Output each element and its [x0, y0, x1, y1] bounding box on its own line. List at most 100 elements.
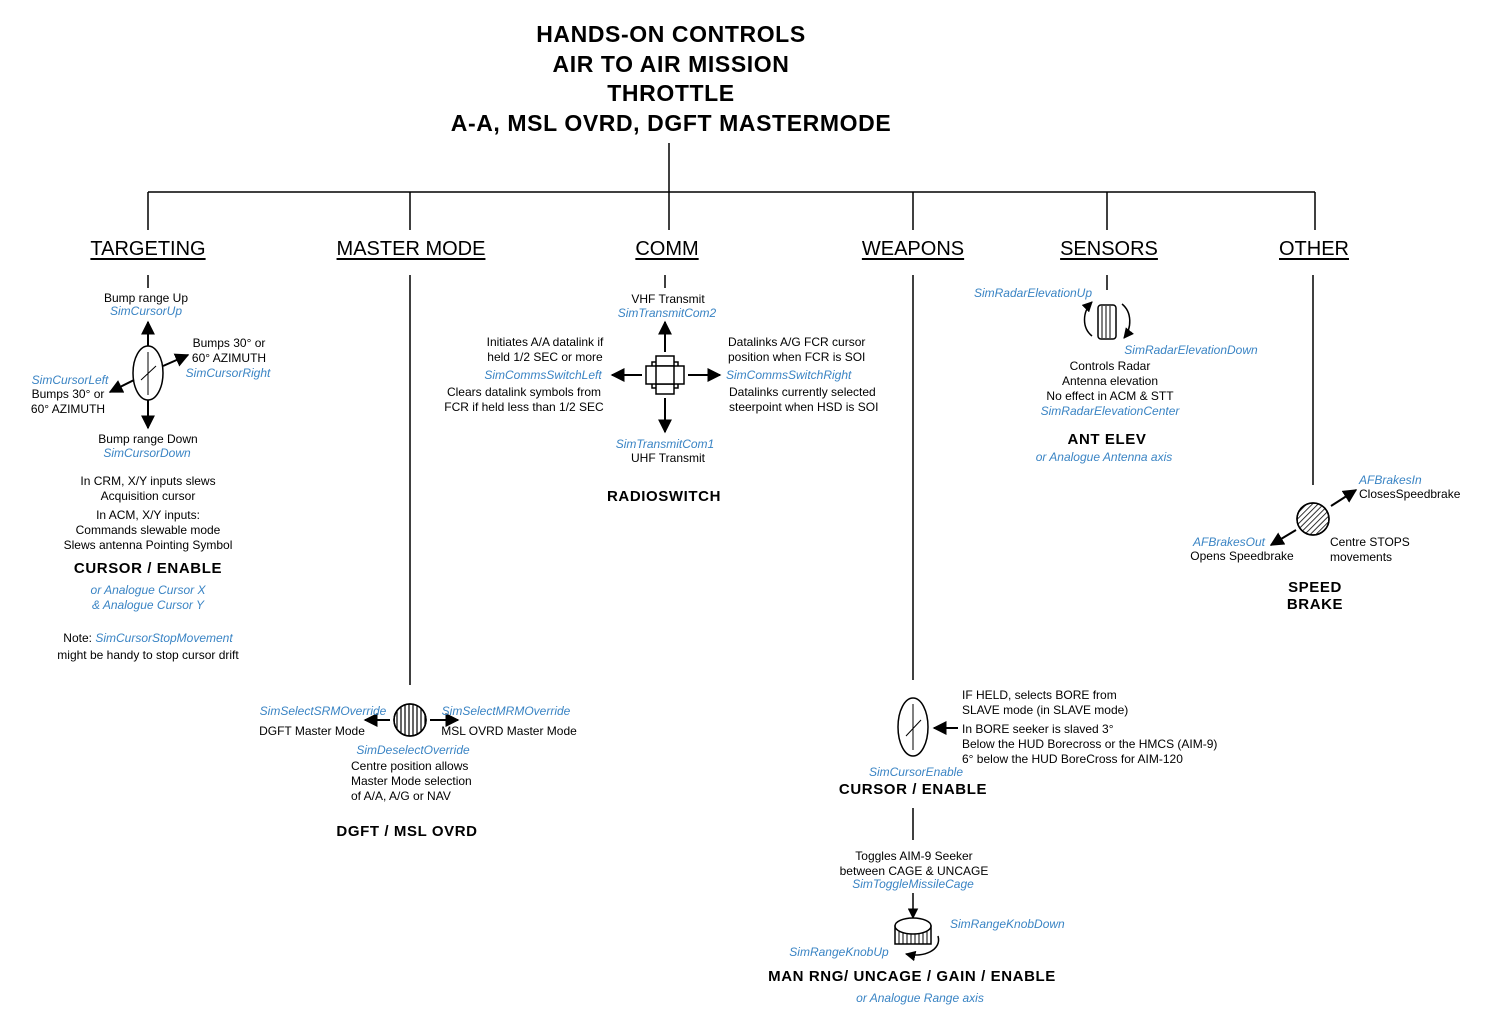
targeting-up-cmd: SimCursorUp: [109, 304, 183, 318]
desc-line: 60° AZIMUTH: [30, 402, 106, 416]
sensors-up-cmd: SimRadarElevationUp: [973, 286, 1093, 300]
weapons-bore-desc: In BORE seeker is slaved 3° Below the HU…: [962, 722, 1217, 767]
note-cmd: SimCursorStopMovement: [95, 631, 233, 645]
weapons-held-desc: IF HELD, selects BORE from SLAVE mode (i…: [962, 688, 1128, 718]
weapons-cage-cmd: SimToggleMissileCage: [852, 877, 974, 891]
note-line: Note: SimCursorStopMovement: [57, 631, 238, 646]
targeting-control-name: CURSOR / ENABLE: [73, 560, 223, 577]
master-mode-centre-cmd: SimDeselectOverride: [356, 743, 470, 757]
desc-line: 60° AZIMUTH: [191, 351, 267, 365]
comm-right-desc-bottom: Datalinks currently selected steerpoint …: [729, 385, 878, 415]
targeting-analogue: or Analogue Cursor X & Analogue Cursor Y: [91, 583, 206, 613]
targeting-left-cmd: SimCursorLeft: [31, 373, 109, 387]
master-mode-switch: [363, 703, 460, 737]
speedbrake-in-cmd: AFBrakesIn: [1359, 473, 1422, 487]
sensors-control-name: ANT ELEV: [1067, 431, 1147, 448]
master-mode-left-desc: DGFT Master Mode: [259, 724, 365, 738]
sensors-center-cmd: SimRadarElevationCenter: [1040, 404, 1180, 418]
desc-line: In BORE seeker is slaved 3°: [962, 722, 1114, 736]
targeting-right-desc: Bumps 30° or 60° AZIMUTH: [192, 336, 266, 366]
comm-left-desc-top: Initiates A/A datalink if held 1/2 SEC o…: [487, 335, 604, 365]
desc-line: position when FCR is SOI: [728, 350, 866, 364]
targeting-left-desc: Bumps 30° or 60° AZIMUTH: [31, 387, 105, 417]
speedbrake-out-desc: Opens Speedbrake: [1190, 549, 1294, 563]
category-targeting: TARGETING: [90, 238, 206, 260]
desc-line: Below the HUD Borecross or the HMCS (AIM…: [962, 737, 1218, 751]
sensors-desc: Controls Radar Antenna elevation No effe…: [1046, 359, 1173, 404]
targeting-down-cmd: SimCursorDown: [103, 446, 191, 460]
comm-right-desc-top: Datalinks A/G FCR cursor position when F…: [728, 335, 865, 365]
speed-brake-switch: [1269, 489, 1358, 546]
desc-line: Controls Radar: [1069, 359, 1151, 373]
targeting-note: Note: SimCursorStopMovement might be han…: [57, 631, 238, 663]
control-name-line: SPEED: [1288, 579, 1342, 596]
desc-line: Master Mode selection: [351, 774, 472, 788]
desc-line: of A/A, A/G or NAV: [351, 789, 451, 803]
weapons-knob-analogue: or Analogue Range axis: [856, 991, 984, 1005]
comm-left-desc-bottom: Clears datalink symbols from FCR if held…: [444, 385, 603, 415]
targeting-acm-note: In ACM, X/Y inputs: Commands slewable mo…: [64, 508, 233, 553]
master-mode-right-cmd: SimSelectMRMOverride: [441, 704, 571, 718]
desc-line: Centre STOPS: [1330, 535, 1410, 549]
comm-right-cmd: SimCommsSwitchRight: [726, 368, 852, 382]
speedbrake-in-desc: ClosesSpeedbrake: [1359, 487, 1461, 501]
weapons-knob-down-cmd: SimRangeKnobDown: [950, 917, 1065, 931]
title-line: THROTTLE: [607, 80, 735, 106]
category-sensors: SENSORS: [1060, 238, 1158, 260]
comm-left-cmd: SimCommsSwitchLeft: [484, 368, 602, 382]
sensors-analogue: or Analogue Antenna axis: [1035, 450, 1173, 464]
note-line: In CRM, X/Y inputs slews: [80, 474, 216, 488]
desc-line: between CAGE & UNCAGE: [839, 864, 989, 878]
desc-line: steerpoint when HSD is SOI: [729, 400, 879, 414]
targeting-cursor-control: [108, 320, 190, 430]
desc-line: Bumps 30° or: [31, 387, 105, 401]
comm-down-desc: UHF Transmit: [630, 451, 706, 465]
note-prefix: Note:: [63, 631, 96, 645]
targeting-right-cmd: SimCursorRight: [185, 366, 271, 380]
title-line: HANDS-ON CONTROLS: [536, 21, 806, 47]
category-weapons: WEAPONS: [861, 238, 965, 260]
note-line: might be handy to stop cursor drift: [57, 648, 239, 662]
title-line: A-A, MSL OVRD, DGFT MASTERMODE: [450, 109, 892, 136]
comm-down-cmd: SimTransmitCom1: [615, 437, 715, 451]
desc-line: SLAVE mode (in SLAVE mode): [962, 703, 1129, 717]
targeting-down-desc: Bump range Down: [98, 432, 198, 446]
sensors-antenna-elevation-knob: [1081, 301, 1134, 340]
desc-line: Antenna elevation: [1061, 374, 1159, 388]
desc-line: 6° below the HUD BoreCross for AIM-120: [962, 752, 1183, 766]
category-master-mode: MASTER MODE: [336, 238, 486, 260]
desc-line: Initiates A/A datalink if: [486, 335, 604, 349]
speedbrake-out-cmd: AFBrakesOut: [1192, 535, 1266, 549]
desc-line: Centre position allows: [351, 759, 469, 773]
comm-control-name: RADIOSWITCH: [606, 488, 722, 505]
desc-line: Clears datalink symbols from: [446, 385, 602, 399]
weapons-enable-cmd: SimCursorEnable: [868, 765, 964, 779]
sensors-down-cmd: SimRadarElevationDown: [1124, 343, 1258, 357]
note-line: Acquisition cursor: [100, 489, 196, 503]
weapons-control-name: CURSOR / ENABLE: [838, 781, 988, 798]
desc-line: Datalinks A/G FCR cursor: [728, 335, 866, 349]
hierarchy-lines: [147, 143, 1316, 840]
note-line: Commands slewable mode: [75, 523, 221, 537]
comm-radio-switch: [610, 320, 722, 434]
title-line: AIR TO AIR MISSION: [552, 50, 790, 77]
speedbrake-centre-desc: Centre STOPS movements: [1330, 535, 1410, 565]
desc-line: Bumps 30° or: [192, 336, 266, 350]
control-name-line: BRAKE: [1286, 596, 1344, 613]
master-mode-centre-desc: Centre position allows Master Mode selec…: [351, 759, 472, 804]
comm-up-cmd: SimTransmitCom2: [617, 306, 717, 320]
master-mode-control-name: DGFT / MSL OVRD: [336, 823, 478, 840]
desc-line: No effect in ACM & STT: [1046, 389, 1174, 403]
weapons-cursor-enable-control: [897, 697, 958, 757]
note-line: In ACM, X/Y inputs:: [96, 508, 200, 522]
page-title: HANDS-ON CONTROLS AIR TO AIR MISSION THR…: [451, 20, 892, 138]
weapons-cage-desc: Toggles AIM-9 Seeker between CAGE & UNCA…: [840, 849, 989, 879]
master-mode-right-desc: MSL OVRD Master Mode: [441, 724, 577, 738]
weapons-knob-control-name: MAN RNG/ UNCAGE / GAIN / ENABLE: [768, 968, 1056, 985]
targeting-up-desc: Bump range Up: [103, 291, 189, 305]
category-comm: COMM: [635, 238, 699, 260]
desc-line: held 1/2 SEC or more: [487, 350, 603, 364]
speedbrake-control-name: SPEED BRAKE: [1287, 579, 1343, 613]
master-mode-left-cmd: SimSelectSRMOverride: [259, 704, 387, 718]
